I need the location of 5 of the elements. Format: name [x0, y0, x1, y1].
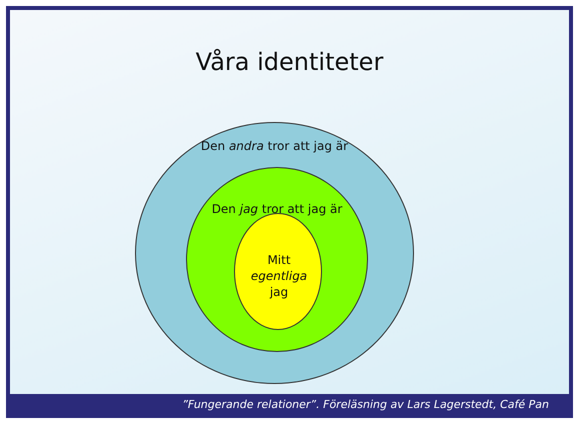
slide-title: Våra identiteter: [194, 48, 384, 76]
footer-caption: ”Fungerande relationer”. Föreläsning av Lars Lagerstedt, Café Pan: [182, 398, 549, 411]
circle-label: Den jag tror att jag är: [210, 202, 344, 216]
circle-label: Mitt egentliga jag: [250, 252, 308, 300]
circle-label: Den andra tror att jag är: [200, 139, 350, 153]
